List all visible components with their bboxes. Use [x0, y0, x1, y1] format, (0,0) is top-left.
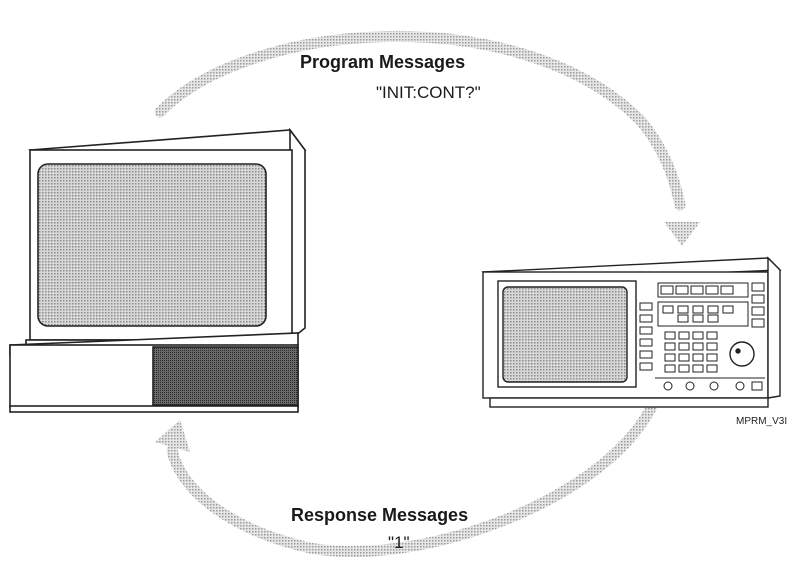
response-messages-title: Response Messages: [291, 505, 469, 525]
arrow-response-icon: [155, 394, 661, 557]
program-message-example: "INIT:CONT?": [376, 83, 481, 102]
computer-icon: [9, 127, 307, 413]
program-messages-title: Program Messages: [300, 52, 466, 72]
instrument-icon: [481, 256, 782, 408]
response-message-example: "1": [388, 533, 410, 552]
arrow-program-icon: [154, 31, 700, 246]
figure-tag: MPRM_V3I: [736, 416, 788, 427]
